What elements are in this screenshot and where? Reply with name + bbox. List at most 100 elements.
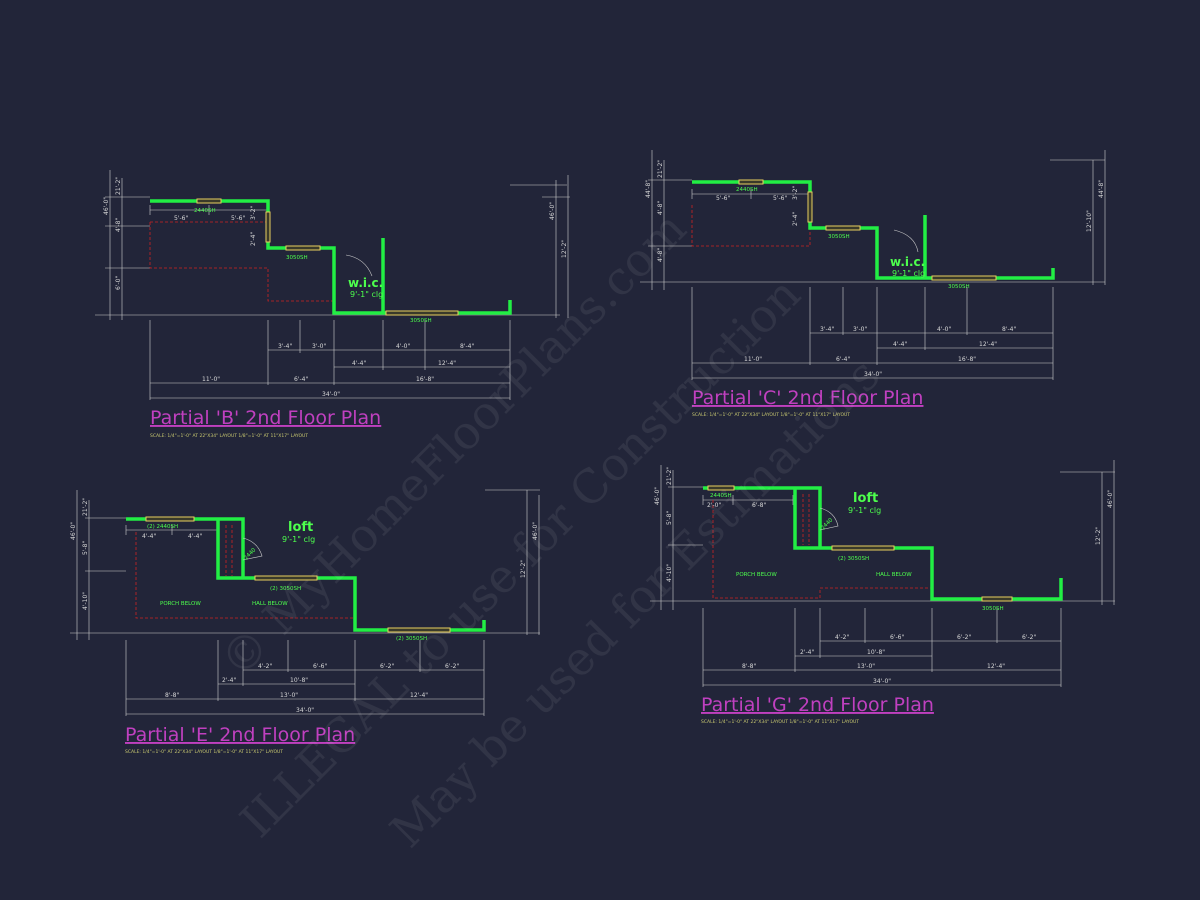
plan-e-right-dim-2: 12'-2" [520, 560, 527, 578]
plan-e-overall-dim: 34'-0" [296, 707, 314, 714]
plan-b-windows [196, 198, 459, 316]
plan-g-window-3-label: 3050SH [982, 606, 1004, 612]
plan-c-row2-dim-2: 12'-4" [979, 341, 997, 348]
plan-e-left-dim-1: 46'-0" [70, 522, 77, 540]
plan-g-note-hall: HALL BELOW [876, 572, 912, 578]
plan-g-left-dim-1: 46'-0" [654, 487, 661, 505]
plan-e-window-2-label: (2) 3050SH [270, 586, 301, 592]
plan-e-left-dim-4: 4'-10" [82, 592, 89, 610]
plan-b-mid-dim-1: 2'-4" [250, 232, 257, 246]
plan-g-row3-dim-2: 13'-0" [857, 663, 875, 670]
plan-g-left-dim-2: 21'-2" [666, 467, 673, 485]
plan-g-top-dim-1: 2'-0" [707, 502, 721, 509]
plan-g-door-label: 2440 [820, 517, 834, 531]
plan-e-row3-dim-1: 8'-8" [165, 692, 179, 699]
plan-e-scale: SCALE: 1/4"=1'-0" AT 22"X34" LAYOUT 1/8"… [125, 749, 283, 755]
plan-g-windows [707, 485, 1013, 602]
plan-b: 2440SH 3050SH 3050SH w.i.c. 9'-1" clg 5'… [95, 170, 570, 439]
plan-b-right-dim-2: 12'-2" [561, 240, 568, 258]
plan-e-row1-dim-3: 6'-2" [380, 663, 394, 670]
plan-e-note-hall: HALL BELOW [252, 601, 288, 607]
plan-g-dimension-lines [650, 460, 1115, 687]
plan-e-row2-dim-1: 2'-4" [222, 677, 236, 684]
plan-g-note-porch: PORCH BELOW [736, 572, 777, 578]
plan-g-window-2-label: (2) 3050SH [838, 556, 869, 562]
plan-c-row2-dim-1: 4'-4" [893, 341, 907, 348]
plan-b-window-3-label: 3050SH [410, 318, 432, 324]
plan-e-row2-dim-2: 10'-8" [290, 677, 308, 684]
plan-g-left-dim-4: 4'-10" [666, 564, 673, 582]
plan-c-row1-dim-1: 3'-4" [820, 326, 834, 333]
plan-b-door-swing [345, 254, 373, 277]
plan-c-dimension-lines [640, 150, 1106, 380]
plan-g-walls [703, 486, 1063, 601]
plan-g-window-1-label: 2440SH [710, 493, 732, 499]
plan-g-row1-dim-3: 6'-2" [957, 634, 971, 641]
plan-c-dashed-outline [691, 205, 811, 247]
plan-e-dashed-outline [135, 525, 355, 619]
plan-b-left-dim-2: 21'-2" [115, 177, 122, 195]
plan-b-top-dim-1: 5'-6" [174, 215, 188, 222]
plan-c-left-dim-4: 4'-8" [657, 248, 664, 262]
plan-c: 2440SH 3050SH 3050SH w.i.c. 9'-1" clg 5'… [640, 150, 1106, 418]
plan-c-left-dim-3: 4'-8" [657, 201, 664, 215]
plan-c-mid-dim-1: 2'-4" [792, 212, 799, 226]
plan-b-overall-dim: 34'-0" [322, 391, 340, 398]
plan-b-dimension-lines [95, 170, 570, 400]
plan-b-left-dim-1: 46'-0" [103, 197, 110, 215]
plan-b-top-dim-2: 5'-6" [231, 215, 245, 222]
plan-b-mid-dim-2: 3'-2" [250, 206, 257, 220]
plan-g-row1-dim-1: 4'-2" [835, 634, 849, 641]
plan-e-row3-dim-2: 13'-0" [280, 692, 298, 699]
plan-b-walls [150, 199, 512, 315]
plan-g-room-name: loft [853, 491, 878, 506]
plan-b-left-dim-3: 4'-8" [115, 218, 122, 232]
plan-e-row3-dim-3: 12'-4" [410, 692, 428, 699]
plan-c-left-dim-1: 44'-8" [645, 180, 652, 198]
plan-g-scale: SCALE: 1/4"=1'-0" AT 22"X34" LAYOUT 1/8"… [701, 719, 859, 725]
plan-e-row1-dim-2: 6'-6" [313, 663, 327, 670]
plan-c-scale: SCALE: 1/4"=1'-0" AT 22"X34" LAYOUT 1/8"… [692, 412, 850, 418]
plan-e: 2440 (2) 2440SH (2) 3050SH (2) 3050SH PO… [70, 489, 540, 755]
plan-c-right-dim-1: 44'-8" [1098, 180, 1105, 198]
plan-c-window-2-label: 3050SH [828, 234, 850, 240]
plan-c-door-swing [893, 229, 919, 253]
plan-e-row1-dim-4: 6'-2" [445, 663, 459, 670]
plan-b-right-dim-1: 46'-0" [549, 202, 556, 220]
plan-e-title: Partial 'E' 2nd Floor Plan [125, 724, 355, 746]
plan-c-walls [692, 180, 1055, 280]
plan-c-row3-dim-2: 6'-4" [836, 356, 850, 363]
plan-c-row3-dim-1: 11'-0" [744, 356, 762, 363]
plan-e-top-dim-2: 4'-4" [188, 533, 202, 540]
plan-e-row1-dim-1: 4'-2" [258, 663, 272, 670]
plan-b-row2-dim-2: 12'-4" [438, 360, 456, 367]
plan-e-walls [126, 517, 486, 632]
plan-b-room-name: w.i.c. [348, 276, 383, 290]
plan-c-overall-dim: 34'-0" [864, 371, 882, 378]
plan-e-room-name: loft [288, 520, 313, 535]
plan-c-window-3-label: 3050SH [948, 284, 970, 290]
plan-g-row1-dim-4: 6'-2" [1022, 634, 1036, 641]
plan-c-row1-dim-3: 4'-0" [937, 326, 951, 333]
plan-c-top-dim-1: 5'-6" [716, 195, 730, 202]
plan-g-door-swing [819, 507, 839, 531]
plan-b-left-dim-4: 6'-0" [115, 276, 122, 290]
plan-c-ceiling: 9'-1" clg [892, 269, 925, 278]
plan-c-row1-dim-4: 8'-4" [1002, 326, 1016, 333]
plan-g-left-dim-3: 5'-8" [666, 511, 673, 525]
plan-c-mid-dim-2: 3'-2" [792, 186, 799, 200]
plan-e-top-dim-1: 4'-4" [142, 533, 156, 540]
plan-b-title: Partial 'B' 2nd Floor Plan [150, 407, 381, 429]
plan-e-windows [145, 516, 451, 633]
plan-g-row3-dim-1: 8'-8" [742, 663, 756, 670]
plan-g-title: Partial 'G' 2nd Floor Plan [701, 694, 934, 716]
plan-g-row2-dim-1: 2'-4" [800, 649, 814, 656]
plan-c-row3-dim-3: 16'-8" [958, 356, 976, 363]
plan-c-right-dim-2: 12'-10" [1086, 210, 1093, 232]
plan-c-window-1-label: 2440SH [736, 187, 758, 193]
plan-g-overall-dim: 34'-0" [873, 678, 891, 685]
plan-e-left-dim-3: 5'-8" [82, 541, 89, 555]
plan-b-row1-dim-3: 4'-0" [396, 343, 410, 350]
plan-e-note-porch: PORCH BELOW [160, 601, 201, 607]
